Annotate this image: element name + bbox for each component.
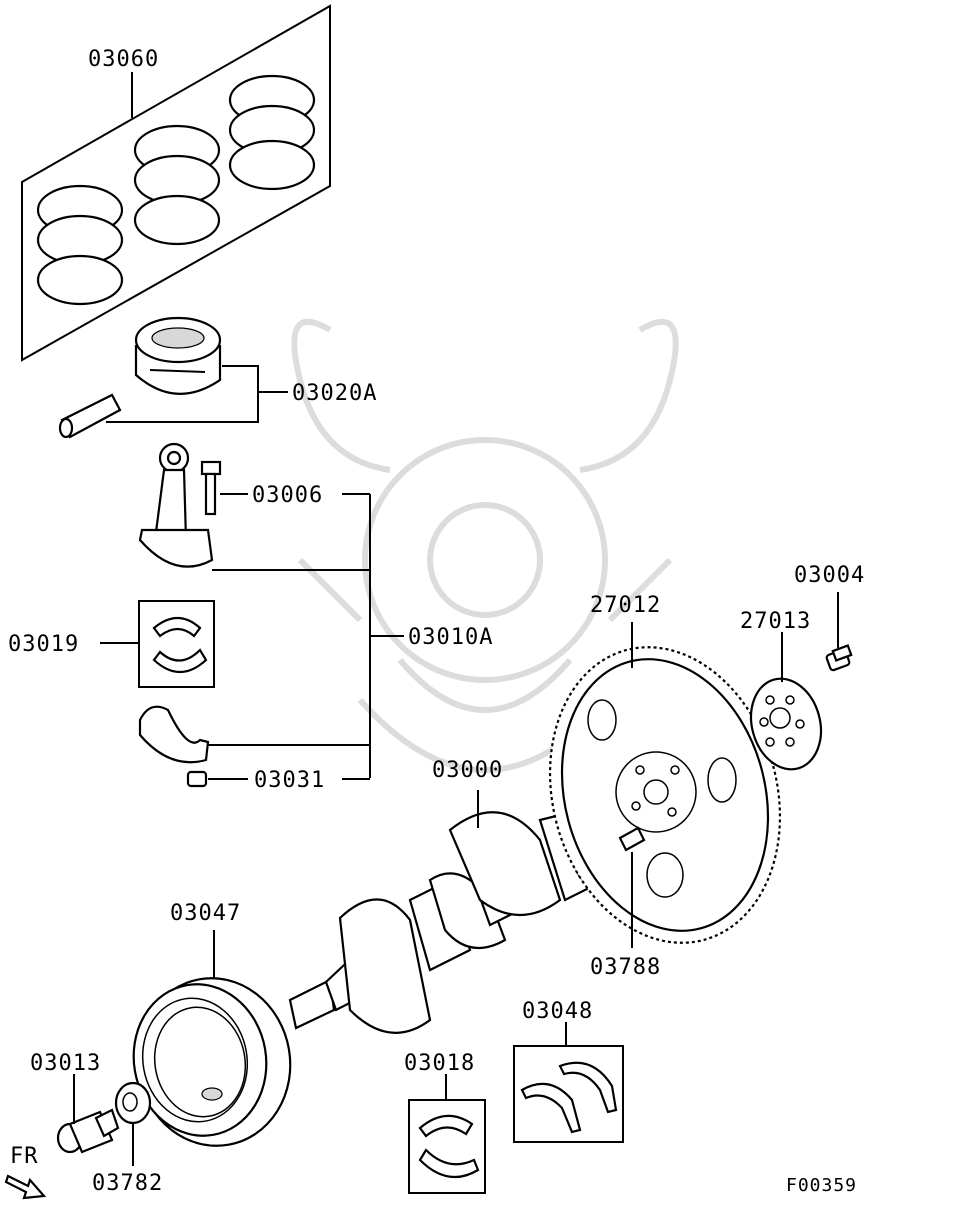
- ring-group-2: [133, 124, 221, 246]
- label-03788: 03788: [590, 955, 661, 980]
- front-direction-marker: FR: [4, 1144, 47, 1200]
- rod-nut: [186, 770, 208, 788]
- label-03004: 03004: [794, 563, 865, 588]
- figure-code: F00359: [786, 1175, 857, 1196]
- label-27012: 27012: [590, 593, 661, 618]
- piston-ring-set[interactable]: 03060: [21, 4, 331, 362]
- drive-plate-bolt[interactable]: 03004: [794, 563, 865, 672]
- pulley-bolt[interactable]: 03013: [30, 1051, 120, 1154]
- label-03060: 03060: [88, 47, 159, 72]
- ring-group-3: [228, 74, 316, 191]
- label-03048: 03048: [522, 999, 593, 1024]
- piston-and-pin[interactable]: 03020A: [58, 316, 377, 439]
- dowel-pin[interactable]: 03788: [590, 826, 661, 980]
- label-03018: 03018: [404, 1051, 475, 1076]
- thrust-bearing[interactable]: 03048: [513, 999, 624, 1143]
- label-03013: 03013: [30, 1051, 101, 1076]
- piston-pin: [58, 393, 122, 439]
- damper-pulley[interactable]: 03047: [122, 901, 304, 1158]
- label-03782: 03782: [92, 1171, 163, 1196]
- fr-arrow-icon: [4, 1174, 47, 1200]
- label-03006: 03006: [252, 483, 323, 508]
- main-bearing[interactable]: 03018: [404, 1051, 486, 1194]
- connecting-rod: [138, 442, 214, 568]
- rod-bolt: [200, 460, 222, 516]
- label-03020a: 03020A: [292, 381, 377, 406]
- rod-cap: [138, 705, 210, 764]
- adapter-plate[interactable]: 27013: [740, 609, 831, 777]
- rod-bearing[interactable]: 03019: [8, 600, 215, 688]
- drive-plate[interactable]: 27012: [518, 593, 812, 969]
- fr-label: FR: [10, 1144, 39, 1169]
- label-03000: 03000: [432, 758, 503, 783]
- label-03047: 03047: [170, 901, 241, 926]
- washer[interactable]: 03782: [92, 1081, 163, 1196]
- connecting-rod-assembly[interactable]: 03006 03010A 03031: [138, 442, 493, 793]
- label-03019: 03019: [8, 632, 79, 657]
- piston: [134, 316, 222, 395]
- label-27013: 27013: [740, 609, 811, 634]
- ring-group-1: [36, 184, 124, 306]
- label-03031: 03031: [254, 768, 325, 793]
- label-03010a: 03010A: [408, 625, 493, 650]
